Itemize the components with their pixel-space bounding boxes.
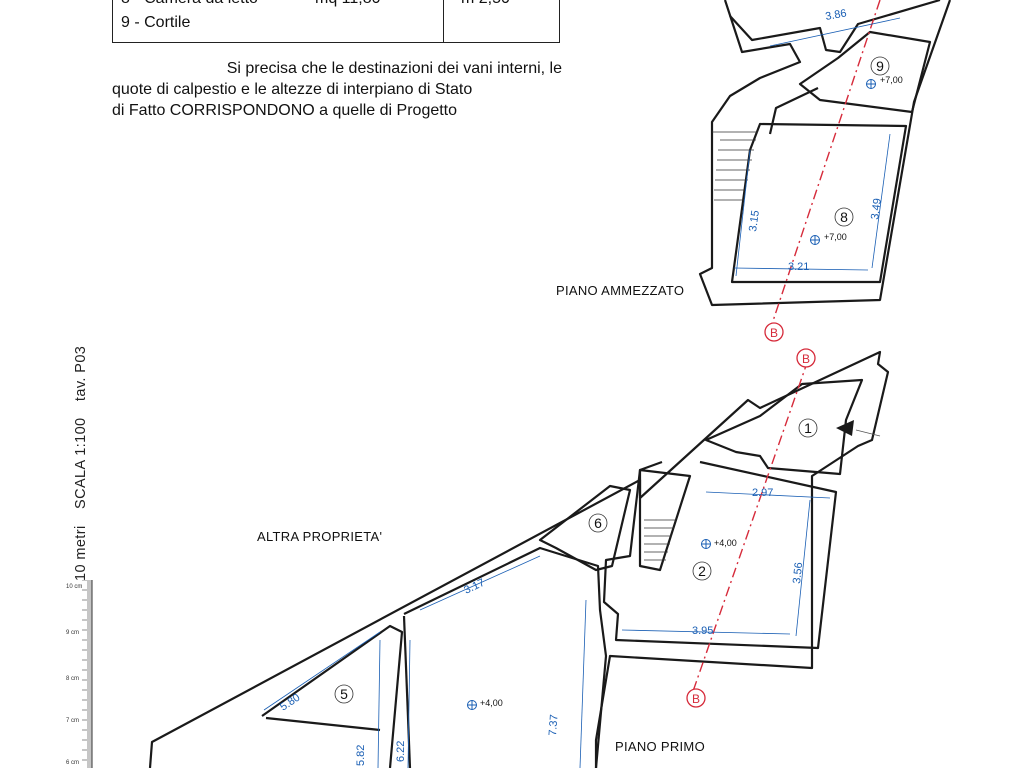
room-8-walls: [730, 122, 908, 284]
note-line-1: Si precisa che le destinazioni dei vani …: [226, 60, 562, 77]
level-text-9: +7,00: [880, 75, 903, 85]
mezzanine-inner-wall: [729, 0, 941, 54]
dim-349: 3.49: [869, 198, 884, 221]
legend-room-8: 8 - Camera da letto: [121, 0, 258, 8]
room-9-walls: [798, 30, 932, 114]
room-label-6: 6: [594, 515, 602, 531]
legend-room-9: 9 - Cortile: [121, 14, 191, 31]
entrance-arrow-icon: [836, 420, 854, 436]
ruler-mark-7: 7 cm: [66, 718, 80, 724]
conformity-note: Si precisa che le destinazioni dei vani …: [112, 58, 562, 121]
svg-text:B: B: [802, 352, 810, 366]
level-text-2: +4,00: [714, 538, 737, 548]
mezzanine-outer-wall: [698, 0, 952, 307]
dim-582: 5.82: [355, 745, 367, 766]
dim-315: 3.15: [747, 210, 762, 233]
dim-356: 3.56: [791, 562, 805, 585]
dim-395: 3.95: [692, 625, 713, 637]
ruler-mark-8: 8 cm: [66, 676, 80, 682]
level-text-4: +4,00: [480, 698, 503, 708]
legend-height-8: m 2,50: [461, 0, 510, 8]
svg-text:B: B: [692, 692, 700, 706]
ruler-mark-9: 9 cm: [66, 630, 80, 636]
room-number-circles: [334, 56, 890, 704]
stair-treads-first: [644, 519, 676, 561]
room-label-9: 9: [876, 58, 884, 74]
legend-area-8: mq 11,80: [315, 0, 381, 8]
other-property-label: ALTRA PROPRIETA': [257, 529, 383, 544]
section-marker-bottom: B: [686, 688, 706, 708]
room-1-walls: [704, 378, 864, 476]
room-label-2: 2: [698, 563, 706, 579]
ruler-mark-6: 6 cm: [66, 760, 80, 766]
room-label-8: 8: [840, 209, 848, 225]
dim-580: 5.80: [278, 692, 302, 714]
note-line-3: di Fatto CORRISPONDONO a quelle di Proge…: [112, 102, 458, 119]
dim-622: 6.22: [395, 741, 407, 762]
ruler-ticks: [82, 579, 93, 769]
dim-386: 3.86: [824, 7, 847, 23]
legend-divider: [443, 0, 444, 42]
scale-ruler: 10 cm 9 cm 8 cm 7 cm 6 cm: [64, 579, 94, 769]
room-6-walls: [538, 484, 632, 572]
partition-3: [402, 615, 412, 768]
partition-5: [265, 716, 381, 732]
dimension-lines: [263, 17, 901, 768]
room-5-walls: [261, 624, 404, 768]
mezzanine-title: PIANO AMMEZZATO: [556, 283, 685, 298]
stair-well: [638, 468, 692, 572]
room-label-5: 5: [340, 686, 348, 702]
level-markers: [467, 79, 876, 710]
room-3-walls: [403, 546, 608, 768]
room-legend-table: 8 - Camera da letto mq 11,80 m 2,50 9 - …: [112, 0, 560, 43]
dim-297: 2.97: [752, 487, 773, 499]
svg-text:B: B: [770, 326, 778, 340]
note-line-2: quote di calpestio e le altezze di inter…: [112, 81, 473, 98]
mezz-divider: [768, 87, 819, 135]
dim-321: 3.21: [788, 261, 809, 273]
stair-treads-mezz: [712, 131, 758, 201]
ruler-mark-10: 10 cm: [66, 584, 83, 590]
section-marker-mid: B: [796, 348, 816, 368]
room-2-walls: [602, 460, 838, 650]
room-label-1: 1: [804, 420, 812, 436]
first-outer-wall: [148, 350, 890, 768]
dim-317: 3.17: [462, 577, 486, 597]
section-line-b: [689, 0, 881, 701]
level-text-8: +7,00: [824, 232, 847, 242]
section-marker-top: B: [764, 322, 784, 342]
dim-737: 7.37: [547, 714, 560, 736]
first-floor-title: PIANO PRIMO: [615, 739, 705, 754]
